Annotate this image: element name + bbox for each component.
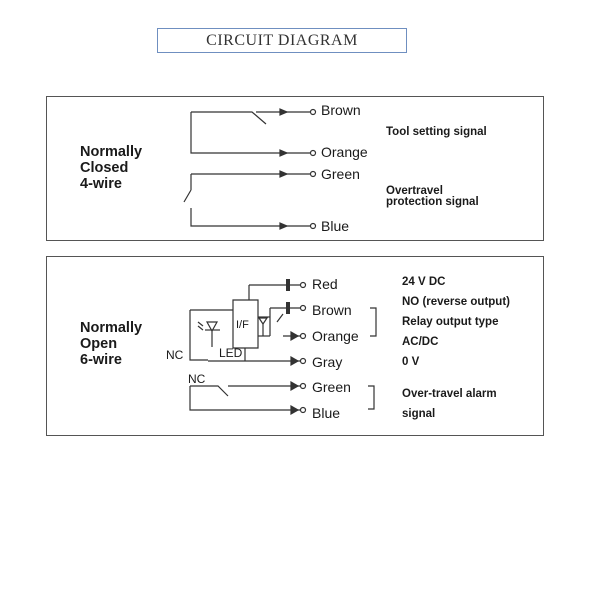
no-wire-orange-label: Orange: [312, 328, 359, 344]
nc-mode-line-3: 4-wire: [80, 176, 122, 192]
normally-open-panel: [46, 256, 544, 436]
nc-wire-blue-label: Blue: [321, 218, 350, 234]
no-wire-blue-label: Blue: [312, 405, 341, 421]
ac-dc-note: AC/DC: [402, 336, 439, 348]
no-terminal-bars: [286, 279, 290, 314]
nc-terminals: [309, 108, 317, 230]
nc-tag-alarm: NC: [188, 372, 206, 386]
nc-tag-left: NC: [166, 348, 184, 362]
over-travel-alarm-note-line-1: Over-travel alarm: [402, 388, 497, 400]
nc-wire-orange-label: Orange: [321, 144, 368, 160]
relay-output-type-note: Relay output type: [402, 316, 499, 328]
nc-overtravel-switch: [183, 173, 310, 227]
no-power-lines: [189, 284, 300, 362]
no-wire-red-label: Red: [312, 276, 338, 292]
no-mode-line-2: Open: [80, 336, 118, 352]
no-alarm-switch: [189, 385, 300, 411]
no-relay-block: [257, 307, 300, 337]
nc-wire-brown-label: Brown: [321, 102, 361, 118]
zero-volt-note: 0 V: [402, 356, 420, 368]
no-mode-line-3: 6-wire: [80, 352, 122, 368]
nc-arrowheads: [279, 108, 289, 230]
title-box: CIRCUIT DIAGRAM: [157, 28, 407, 53]
over-travel-alarm-note-line-2: signal: [402, 408, 436, 420]
no-reverse-output-note: NO (reverse output): [402, 296, 510, 308]
no-wire-gray-label: Gray: [312, 354, 343, 370]
tool-setting-signal-note: Tool setting signal: [386, 126, 487, 138]
power-24v-note: 24 V DC: [402, 276, 446, 288]
overtravel-note-line-2: protection signal: [386, 196, 479, 208]
led-tag: LED: [219, 346, 243, 360]
no-terminals: [299, 281, 307, 414]
normally-closed-panel: [46, 96, 544, 241]
no-relay-brackets: [368, 307, 377, 410]
if-tag: I/F: [236, 319, 249, 331]
no-wire-brown-label: Brown: [312, 302, 352, 318]
no-mode-line-1: Normally: [80, 320, 143, 336]
diagram-title: CIRCUIT DIAGRAM: [206, 31, 358, 49]
nc-mode-line-1: Normally: [80, 144, 143, 160]
overtravel-note-line-1: Overtravel: [386, 185, 443, 197]
nc-mode-line-2: Closed: [80, 160, 129, 176]
nc-tool-switch: [190, 111, 310, 154]
no-wire-green-label: Green: [312, 379, 351, 395]
no-led-symbol: [197, 321, 220, 347]
nc-wire-green-label: Green: [321, 166, 360, 182]
no-arrowheads: [290, 330, 300, 416]
